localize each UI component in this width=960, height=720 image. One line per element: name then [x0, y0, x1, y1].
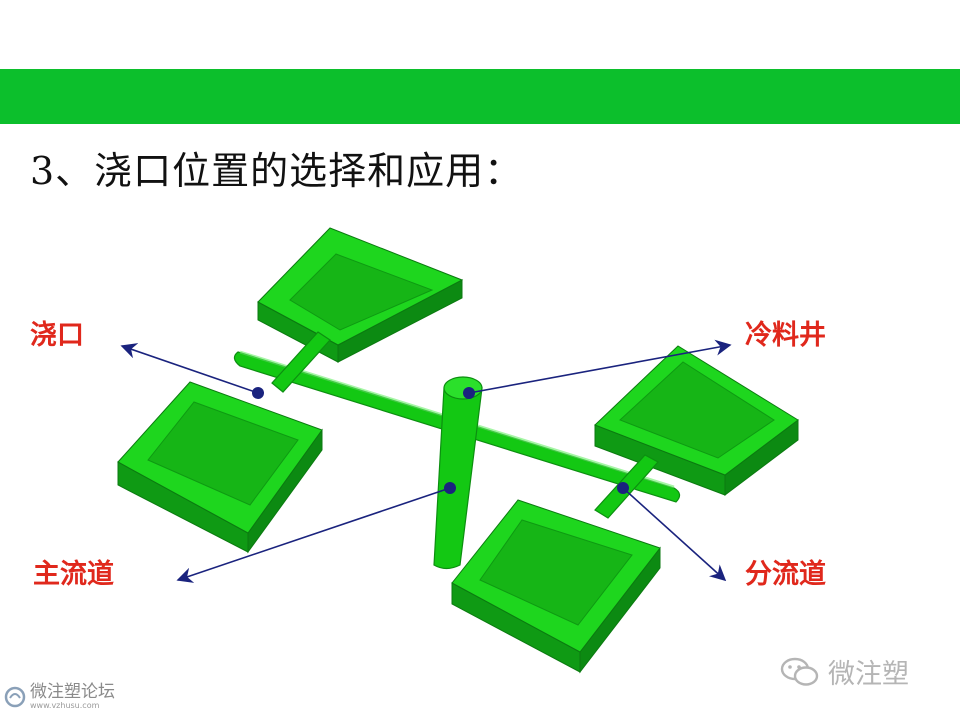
label-cold-well: 冷料井	[745, 320, 826, 351]
arrow-sprue	[176, 487, 451, 583]
cavity-top-left	[257, 227, 464, 363]
site-logo-icon	[4, 686, 26, 708]
wechat-icon	[780, 657, 819, 686]
cavity-front-left	[117, 381, 323, 554]
arrow-runner	[622, 487, 727, 582]
label-gate: 浇口	[30, 320, 84, 351]
header-band	[0, 69, 960, 124]
arrow-gate	[120, 343, 259, 394]
label-runner: 分流道	[745, 559, 826, 590]
watermark-brand-text: 微注塑	[828, 659, 909, 690]
runner-branch-top	[271, 331, 331, 393]
watermark-site-name: 微注塑论坛	[30, 682, 115, 702]
cavity-right	[594, 345, 799, 497]
watermark-site-url: www.vzhusu.com	[30, 701, 100, 710]
arrow-cold-well	[468, 339, 732, 394]
watermark-brand: 微注塑	[780, 652, 909, 691]
sprue	[433, 376, 483, 570]
watermark-site: 微注塑论坛 www.vzhusu.com	[4, 684, 115, 710]
cavity-front-right	[451, 499, 661, 674]
slide-heading: 3、浇口位置的选择和应用：	[30, 149, 524, 193]
label-sprue: 主流道	[33, 559, 114, 590]
